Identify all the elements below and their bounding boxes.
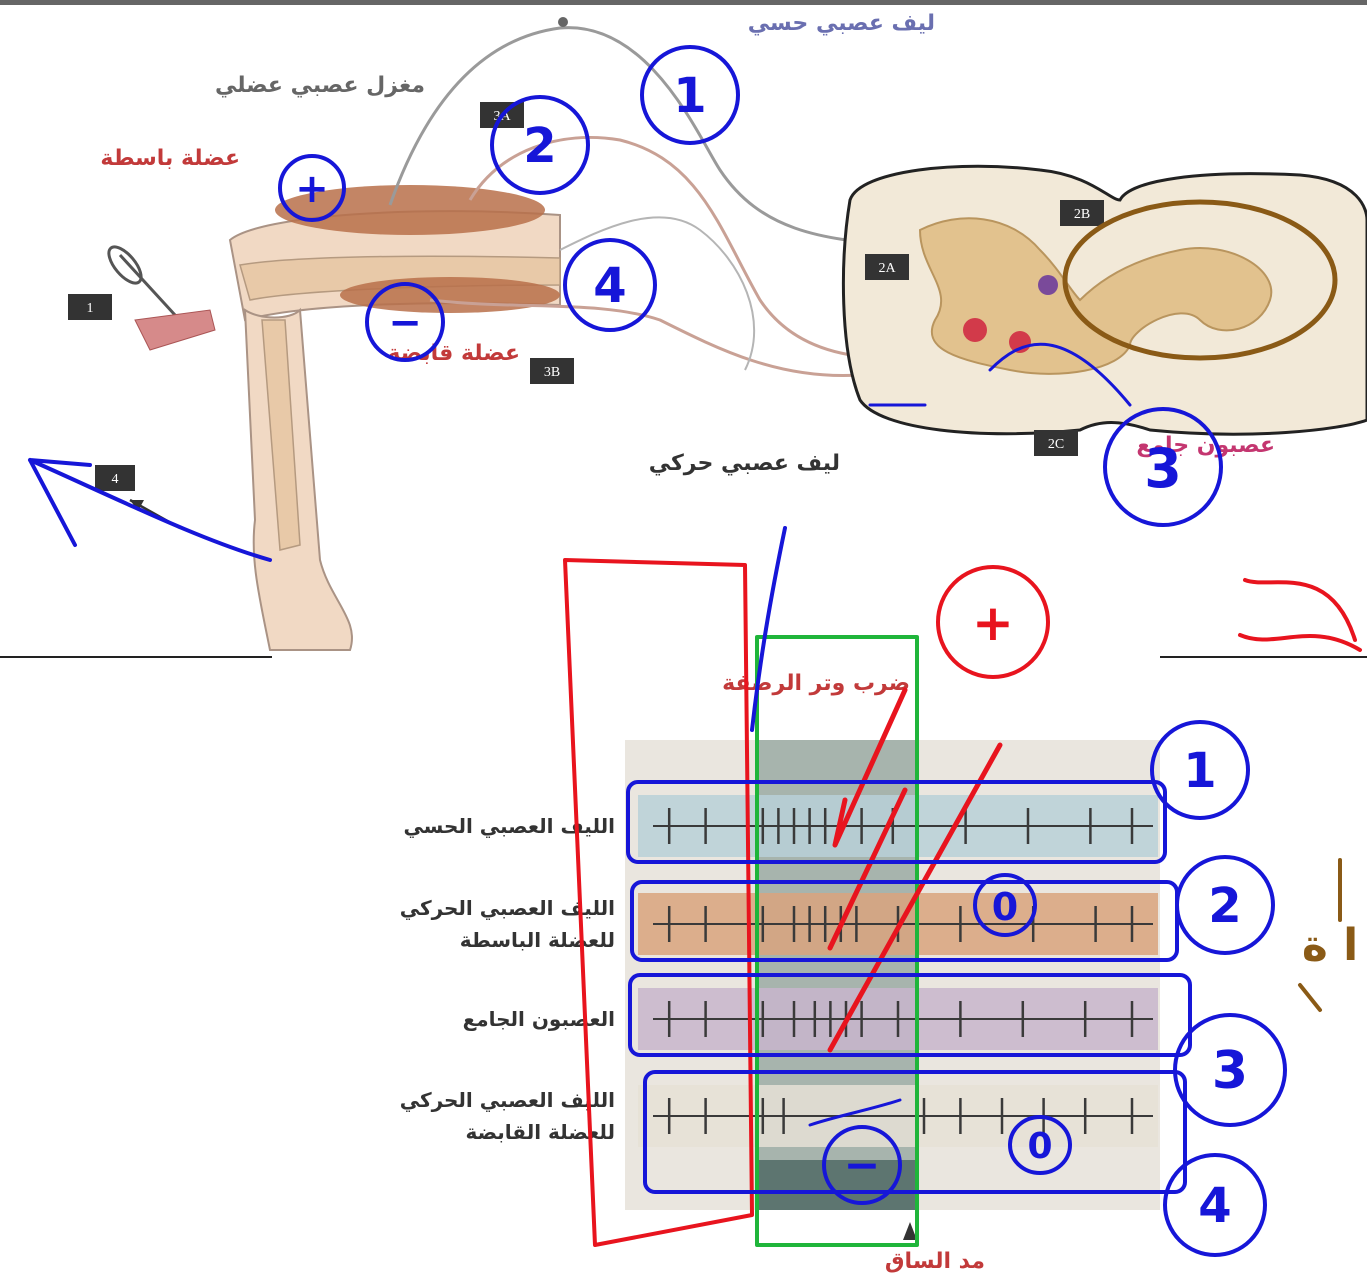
hw-zero-row2: 0 [992, 885, 1018, 929]
row-label: للعضلة الباسطة [460, 928, 615, 952]
hw-1-top: 1 [673, 68, 706, 124]
diagram-footer: مد الساق [885, 1249, 985, 1274]
hw-3-top: 3 [1144, 437, 1182, 500]
hw-plus-top: + [295, 166, 329, 212]
hw-4-top: 4 [593, 258, 626, 314]
flexor-muscle [340, 277, 560, 313]
label-motor-fiber: ليف عصبي حركي [649, 451, 840, 476]
reflex-hammer [103, 242, 215, 350]
hw-2-bottom: 2 [1208, 878, 1241, 934]
label-sensory-fiber: ليف عصبي حسي [748, 11, 935, 36]
extension-marker [903, 1222, 917, 1240]
label-extensor-muscle: عضلة باسطة [100, 146, 240, 171]
shin [245, 310, 352, 650]
tag-1: 1 [87, 301, 94, 316]
motor-neuron-2A [963, 318, 987, 342]
tag-3B: 3B [544, 365, 560, 380]
motor-fiber-pointer [560, 217, 754, 370]
leg-drawing [103, 185, 560, 650]
row-label: الليف العصبي الحسي [403, 814, 615, 839]
hw-minus-bottom: − [844, 1140, 881, 1191]
hw-plus-red: + [972, 594, 1014, 652]
hw-1-bottom: 1 [1183, 743, 1216, 799]
sensory-cell-body [558, 17, 568, 27]
diagram-title: ضرب وتر الرضفة [722, 671, 910, 696]
hw-2-top: 2 [523, 118, 556, 174]
row-label: للعضلة القابضة [465, 1120, 615, 1144]
row-label: الليف العصبي الحركي [400, 896, 615, 921]
hw-3-bottom: 3 [1212, 1041, 1248, 1101]
label-neuromuscular-spindle: مغزل عصبي عضلي [215, 73, 425, 98]
timing-diagram: ضرب وتر الرضفة مد الساق الليف العصبي الح… [400, 671, 1160, 1274]
tag-2C: 2C [1048, 437, 1064, 452]
hw-minus-top: − [388, 300, 422, 346]
hw-brown-text: ا ة [1302, 920, 1358, 971]
tag-2A: 2A [878, 261, 896, 276]
row-label: الليف العصبي الحركي [400, 1088, 615, 1113]
red-scribble [1240, 580, 1360, 650]
hw-4-bottom: 4 [1198, 1178, 1231, 1234]
tag-2B: 2B [1074, 207, 1090, 222]
top-border [0, 0, 1367, 5]
pen-line-vertical [752, 528, 785, 730]
row-label: العصبون الجامع [463, 1007, 615, 1031]
spinal-cord [843, 166, 1367, 434]
interneuron-2B [1038, 275, 1058, 295]
tag-4: 4 [112, 472, 119, 487]
hw-zero-row4: 0 [1027, 1126, 1052, 1167]
